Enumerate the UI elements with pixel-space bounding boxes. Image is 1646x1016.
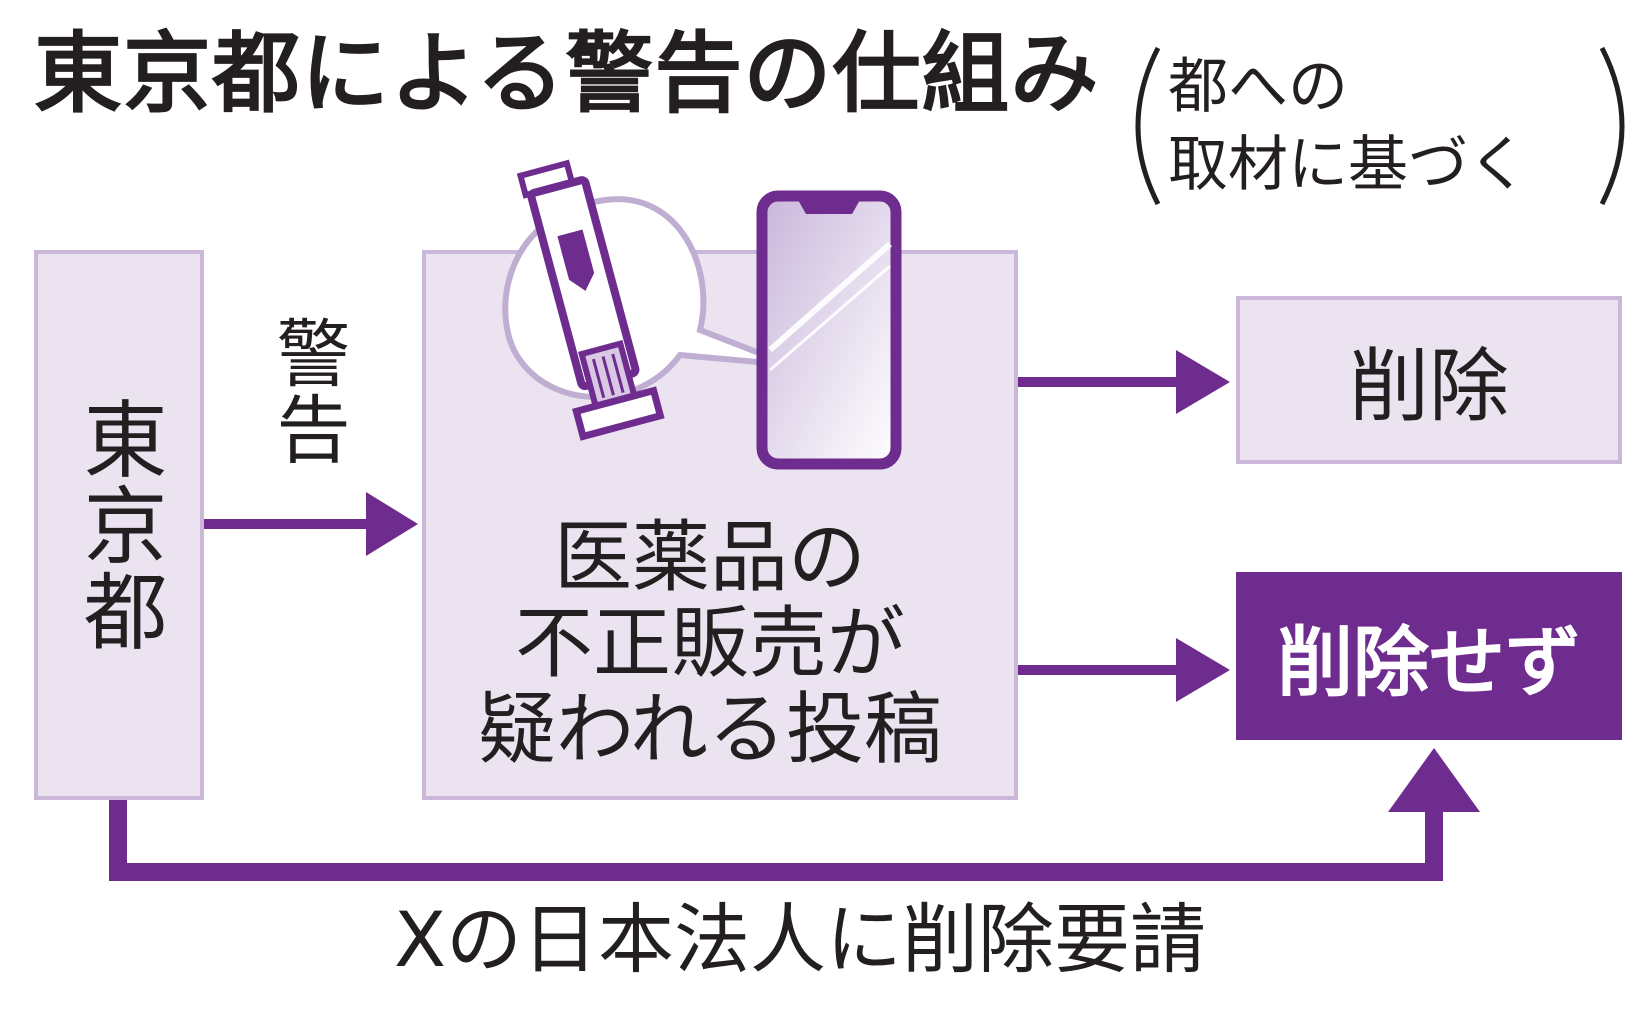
arrow-warning-head [366,492,418,556]
syringe-pen-icon [516,159,665,441]
post-label-line2: 不正販売が [514,599,905,689]
arrow-request-head [1388,748,1480,812]
request-label: Xの日本法人に削除要請 [393,895,1207,984]
left-paren [1135,46,1161,206]
deleted-label: 削除 [1349,340,1509,433]
arrow-deleted-head [1176,350,1230,414]
right-paren [1599,46,1625,206]
source-note-line1: 都への [1168,52,1348,122]
source-note-line2: 取材に基づく [1168,130,1528,200]
post-label-line1: 医薬品の [553,513,866,603]
post-label-line3: 疑われる投稿 [477,685,943,775]
tokyo-node: 東京都 [34,250,204,800]
source-note: 都への 取材に基づく [1168,48,1528,204]
deleted-node: 削除 [1236,296,1622,464]
post-label: 医薬品の 不正販売が 疑われる投稿 [430,515,990,773]
not-deleted-label: 削除せず [1277,618,1581,707]
arrow-notdeleted-head [1176,638,1230,702]
tokyo-label: 東京都 [70,396,168,654]
smartphone-icon [756,190,902,470]
arrow-request-line [109,800,1443,881]
warning-label: 警告 [264,315,350,467]
not-deleted-node: 削除せず [1236,572,1622,740]
diagram-title: 東京都による警告の仕組み [34,22,1100,125]
